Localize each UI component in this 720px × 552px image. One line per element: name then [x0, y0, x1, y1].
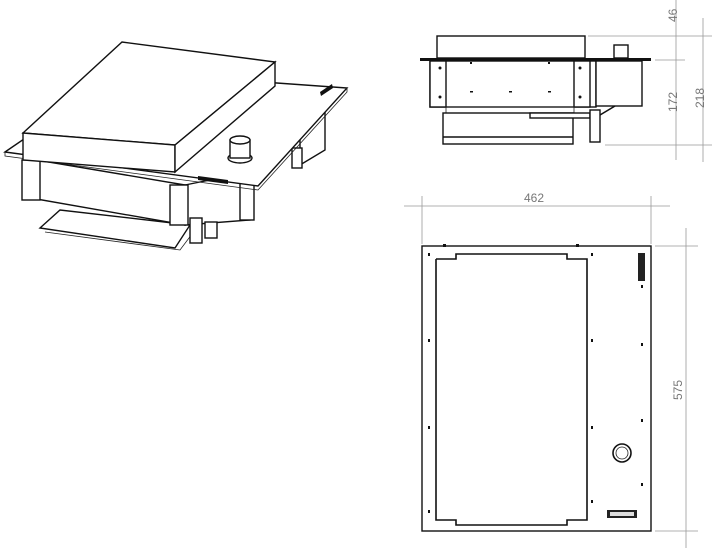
dim-172: 172: [666, 92, 680, 112]
top-view: 462 575: [404, 191, 698, 548]
dim-575: 575: [671, 380, 685, 400]
side-dimensions: 46 172 218: [588, 0, 712, 162]
top-hob: [435, 253, 588, 526]
isometric-view: [3, 41, 349, 251]
top-knob-icon: [612, 443, 632, 463]
side-view: 46 172 218: [420, 0, 712, 162]
iso-hob-side: [174, 60, 276, 174]
side-hob: [436, 35, 586, 59]
top-dimensions: 462 575: [404, 191, 698, 548]
side-knob: [613, 44, 629, 59]
top-plate: [421, 245, 652, 532]
side-body: [429, 60, 597, 108]
side-burner-box: [595, 60, 643, 107]
top-side-logo: [638, 253, 645, 281]
dim-46: 46: [666, 8, 680, 22]
iso-logo: [198, 176, 228, 184]
dim-218: 218: [693, 88, 707, 108]
iso-knob-icon: [227, 135, 253, 164]
dim-462: 462: [524, 191, 544, 205]
